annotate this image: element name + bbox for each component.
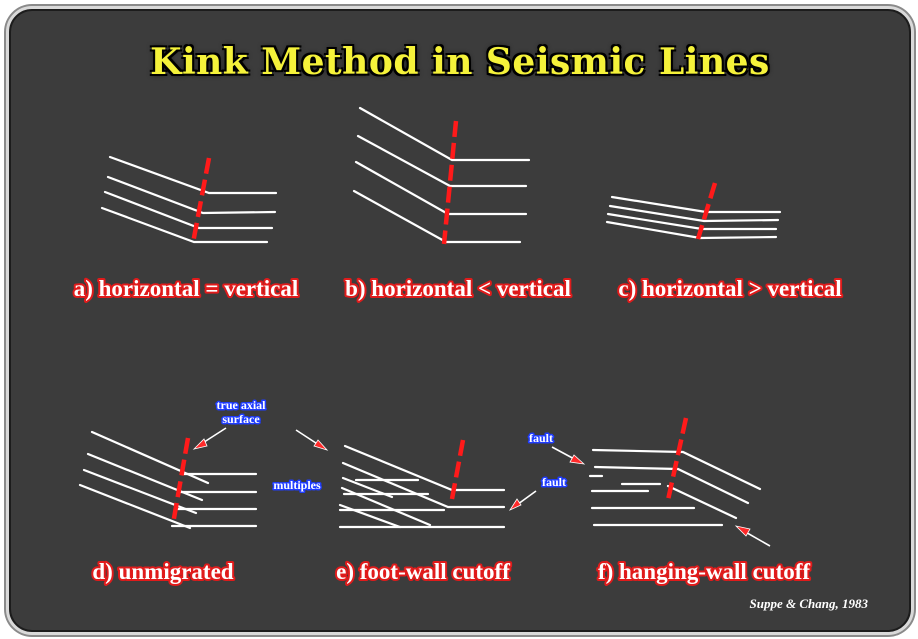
caption-f: f) hanging-wall cutoff <box>598 559 810 584</box>
reflector <box>358 106 531 162</box>
slide-frame: Kink Method in Seismic Lines <box>6 6 914 635</box>
reflector <box>106 175 277 215</box>
reflector <box>100 206 269 244</box>
reflector <box>356 134 528 188</box>
reflector <box>341 461 506 509</box>
slide-title: Kink Method in Seismic Lines <box>150 41 770 83</box>
reflector <box>103 190 274 230</box>
reflector <box>593 465 750 505</box>
panel-b-diagram <box>352 106 531 245</box>
caption-e: e) foot-wall cutoff <box>336 559 510 584</box>
axial-surface <box>695 182 718 240</box>
axial-surface <box>190 157 212 244</box>
reflector <box>666 484 738 520</box>
reflector <box>78 483 192 530</box>
arrow-head <box>192 438 208 450</box>
arrow-head <box>508 498 522 511</box>
arrow-head <box>313 439 329 451</box>
panel-f-diagram <box>551 417 771 547</box>
caption-b: b) horizontal < vertical <box>345 276 571 301</box>
panel-e-diagram <box>295 429 537 529</box>
note-multiples: multiples <box>273 478 321 492</box>
reflector <box>338 503 402 529</box>
credit: Suppe & Chang, 1983 <box>750 596 869 611</box>
axial-surface <box>449 439 466 500</box>
note-surface: surface <box>222 412 260 426</box>
note-fault-lower: fault <box>542 475 566 489</box>
note-true-axial: true axial <box>217 398 267 412</box>
panel-a-diagram <box>100 155 278 244</box>
arrow-head <box>569 454 586 465</box>
reflector <box>608 204 780 223</box>
reflector <box>591 448 762 491</box>
arrow-head <box>734 525 751 537</box>
reflector <box>352 189 522 244</box>
caption-d: d) unmigrated <box>92 559 233 584</box>
reflector <box>108 155 278 195</box>
axial-surface <box>441 120 459 245</box>
note-fault-upper: fault <box>529 431 553 445</box>
axial-surface <box>170 437 191 525</box>
reflector <box>90 430 210 485</box>
panel-d-diagram <box>78 427 258 530</box>
panel-c-diagram <box>605 182 782 240</box>
caption-c: c) horizontal > vertical <box>618 276 841 301</box>
axial-surface <box>665 417 689 501</box>
reflector <box>343 444 506 492</box>
caption-a: a) horizontal = vertical <box>74 276 299 301</box>
